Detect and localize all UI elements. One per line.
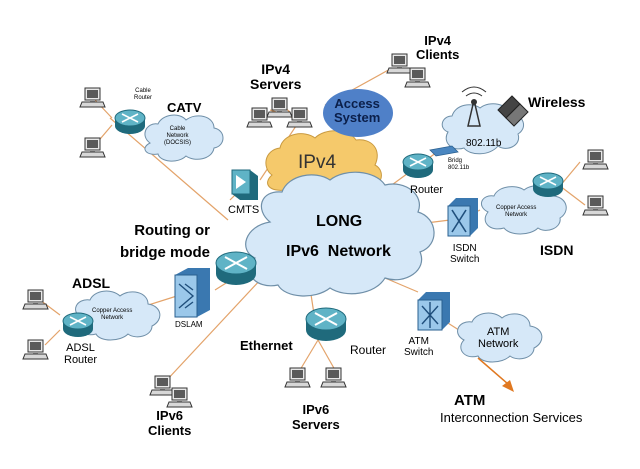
pc-icon <box>79 87 106 108</box>
bridge-802-label: Bridg 802.11b <box>448 158 470 171</box>
isdn-copper-label: Copper Access Network <box>496 205 537 218</box>
adsl-label: ADSL <box>72 275 111 291</box>
router-icon <box>114 109 146 135</box>
pc-icon <box>386 53 413 74</box>
atm-network-cloud <box>457 312 543 363</box>
dslam-label: DSLAM <box>175 320 203 329</box>
atm-label: ATM <box>454 392 486 409</box>
laptop-icon <box>497 95 529 127</box>
ipv6-network-cloud <box>245 171 435 297</box>
ipv6-clients-label: IPv6 Clients <box>148 408 192 438</box>
adsl-copper-cloud <box>75 290 161 341</box>
pc-icon <box>320 367 347 388</box>
atm-network-label: ATM Network <box>478 326 519 350</box>
router-icon <box>305 307 347 342</box>
isdn-switch-label: ISDN Switch <box>450 243 480 265</box>
isdn-label: ISDN <box>540 242 574 258</box>
router-icon <box>402 153 434 179</box>
adsl-copper-label: Copper Access Network <box>92 308 133 321</box>
cable-router-label: Cable Router <box>134 88 153 101</box>
router-icon <box>532 172 564 198</box>
cmts-icon <box>231 169 258 200</box>
pc-icon <box>582 149 609 170</box>
ipv4-servers-label: IPv4 Servers <box>250 61 302 92</box>
long-label: LONG <box>316 213 363 230</box>
ipv4-cloud-label: IPv4 <box>298 152 337 173</box>
access-system-node <box>323 89 393 137</box>
wireless-802-label: 802.11b <box>466 138 502 149</box>
antenna-icon <box>461 86 487 127</box>
atm-arrow <box>477 357 514 392</box>
router-top-label: Router <box>410 184 444 196</box>
ipv6-servers-label: IPv6 Servers <box>292 402 340 432</box>
dslam-icon <box>174 268 210 318</box>
interconnection-label: Interconnection Services <box>440 410 583 425</box>
routing-mode-label: Routing or bridge mode <box>120 222 211 261</box>
access-system-label: Access System <box>334 96 381 125</box>
wireless-label: Wireless <box>528 94 586 110</box>
adsl-router-label: ADSL Router <box>64 342 98 366</box>
ipv4-clients-label: IPv4 Clients <box>416 33 460 62</box>
router-icon <box>62 312 94 338</box>
cmts-label: CMTS <box>228 204 260 216</box>
ipv6-network-label: IPv6 Network <box>286 243 391 260</box>
router-icon <box>215 251 257 286</box>
pc-icon <box>79 137 106 158</box>
pc-icon <box>22 289 49 310</box>
cable-network-label: Cable Network (DOCSIS) <box>164 126 191 146</box>
bridge-icon <box>429 145 459 157</box>
pc-icon <box>266 97 293 118</box>
cable-network-cloud <box>144 114 224 162</box>
atm-switch-icon <box>417 291 451 331</box>
pc-icon <box>284 367 311 388</box>
router-ethernet-label: Router <box>350 343 387 357</box>
catv-label: CATV <box>167 100 202 115</box>
switch-icon <box>447 197 479 237</box>
ethernet-label: Ethernet <box>240 338 293 353</box>
pc-icon <box>582 195 609 216</box>
isdn-copper-cloud <box>480 185 567 235</box>
pc-icon <box>22 339 49 360</box>
atm-switch-label: ATM Switch <box>404 336 434 358</box>
wireless-cloud <box>441 103 525 155</box>
pc-icon <box>149 375 176 396</box>
